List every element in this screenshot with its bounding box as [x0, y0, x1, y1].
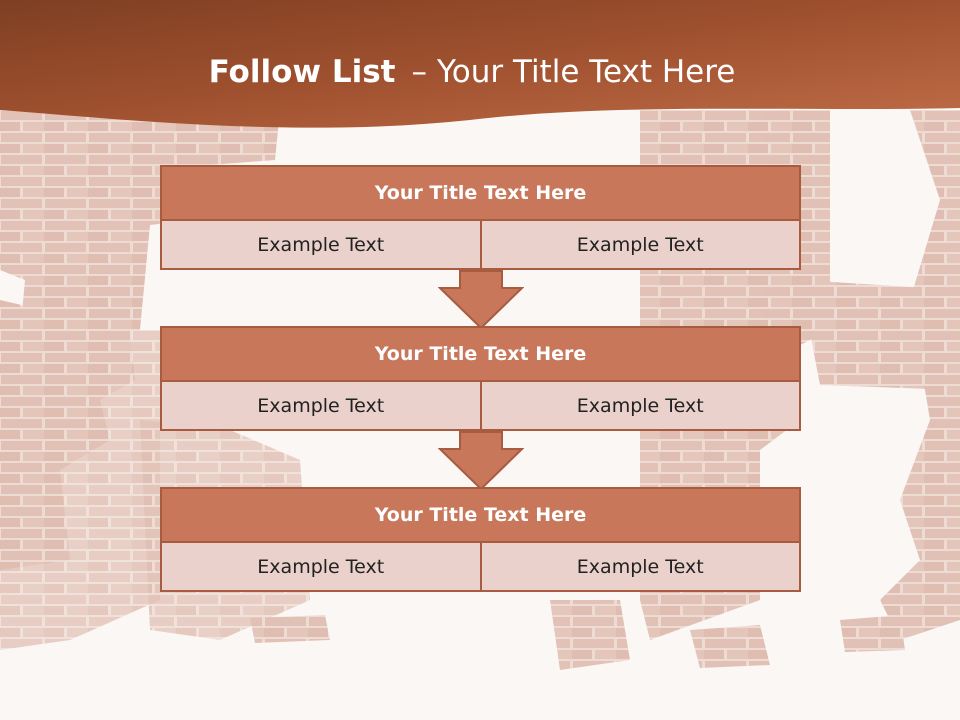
block-title: Your Title Text Here: [160, 326, 801, 382]
block-cell-right: Example Text: [479, 221, 800, 268]
slide-title: Follow List–Your Title Text Here: [0, 54, 944, 90]
list-block-2: Your Title Text Here Example Text Exampl…: [160, 326, 801, 431]
block-cells: Example Text Example Text: [160, 221, 801, 270]
block-cell-left: Example Text: [257, 233, 385, 256]
block-title: Your Title Text Here: [160, 487, 801, 543]
down-arrow-icon: [438, 270, 524, 330]
block-cells: Example Text Example Text: [160, 543, 801, 592]
block-cell-left: Example Text: [257, 555, 385, 578]
block-title: Your Title Text Here: [160, 165, 801, 221]
list-block-1: Your Title Text Here Example Text Exampl…: [160, 165, 801, 270]
title-banner: [0, 0, 960, 128]
slide-title-separator: –: [411, 54, 427, 90]
block-cells: Example Text Example Text: [160, 382, 801, 431]
down-arrow-icon: [438, 431, 524, 491]
block-cell-right: Example Text: [479, 543, 800, 590]
slide-title-bold: Follow List: [208, 54, 396, 90]
list-block-3: Your Title Text Here Example Text Exampl…: [160, 487, 801, 592]
block-cell-right: Example Text: [479, 382, 800, 429]
block-cell-left: Example Text: [257, 394, 385, 417]
slide-title-rest: Your Title Text Here: [436, 54, 736, 90]
